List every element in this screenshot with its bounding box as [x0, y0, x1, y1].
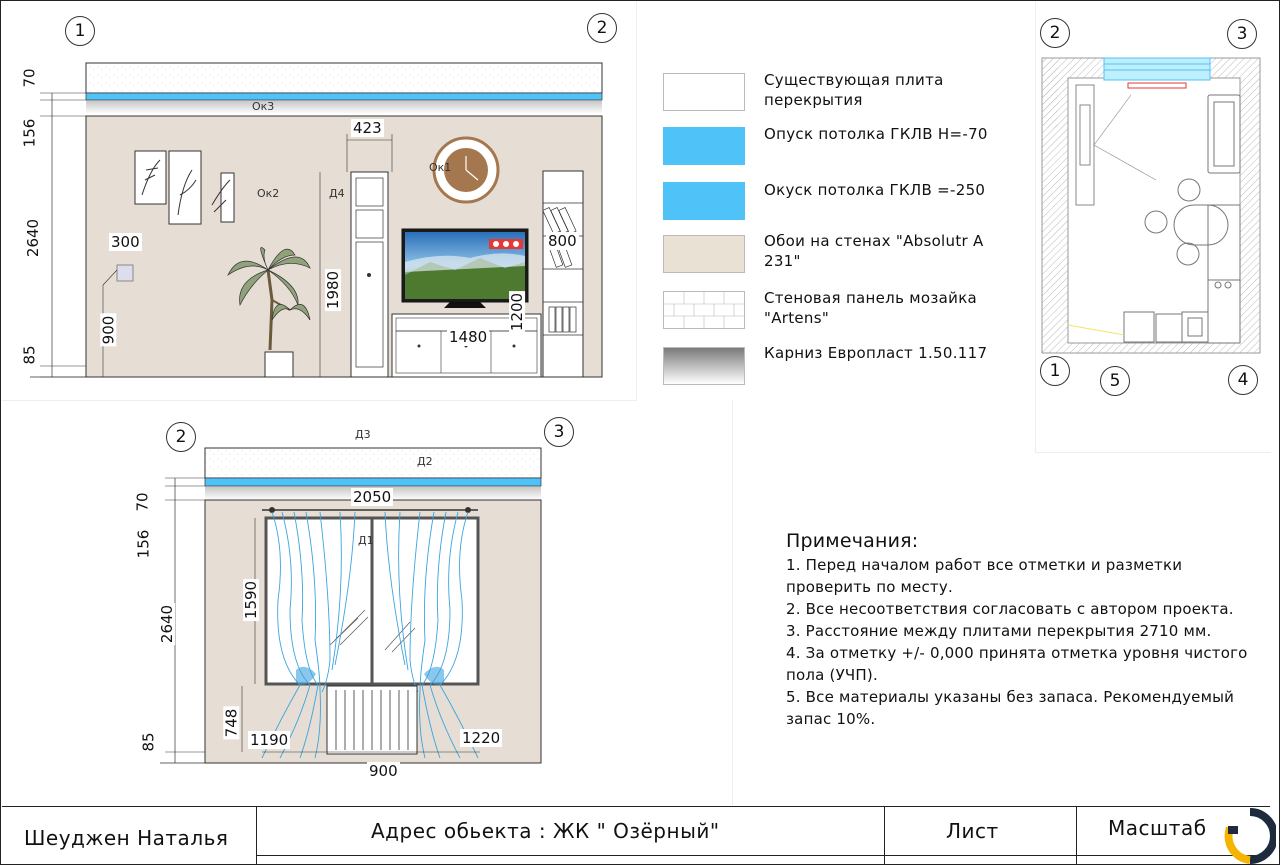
dim-left-156b: 156 [134, 527, 153, 561]
author-name: Шеуджен Наталья [24, 826, 229, 850]
elevation-bottom-drawing [160, 447, 542, 764]
legend-swatch-ceiling-box [663, 182, 745, 220]
elevation-bottom-area [2, 400, 733, 805]
dim-900: 900 [99, 313, 118, 347]
dim-900b: 900 [367, 762, 400, 780]
tag-ok3: Ок3 [252, 100, 275, 113]
legend-swatch-slab [663, 73, 745, 111]
note-item: 2. Все несоответствия согласовать с авто… [786, 600, 1234, 618]
mosaic-pattern [664, 292, 744, 328]
scale-label: Масштаб [1108, 816, 1207, 840]
plan-marker-5: 5 [1100, 366, 1130, 396]
title-block-top-border [2, 806, 1270, 807]
legend-swatch-wallpaper [663, 235, 745, 273]
axis-marker-3b: 3 [544, 417, 574, 447]
title-block-divider-2 [884, 806, 885, 864]
tag-d1: Д1 [358, 534, 374, 547]
legend-swatch-ceiling-drop [663, 127, 745, 165]
axis-marker-1: 1 [65, 16, 95, 46]
dim-2050: 2050 [351, 488, 394, 506]
dim-left-2640b: 2640 [158, 602, 177, 646]
dim-1220: 1220 [460, 729, 503, 747]
legend-text-ceiling-drop: Опуск потолка ГКЛВ Н=-70 [764, 125, 988, 143]
note-item: 1. Перед началом работ все отметки и раз… [786, 556, 1183, 596]
sheet-label: Лист [946, 819, 999, 843]
note-item: 5. Все материалы указаны без запаса. Рек… [786, 688, 1235, 728]
object-address: Адрес обьекта : ЖК " Озёрный" [371, 819, 720, 843]
title-block-divider-1 [256, 806, 257, 864]
plan-drawing [1041, 57, 1261, 354]
title-block-divider-3 [1076, 806, 1077, 864]
dim-1190: 1190 [248, 731, 291, 749]
tag-d2: Д2 [417, 455, 433, 468]
legend-swatch-mosaic [663, 291, 745, 329]
legend-text-wallpaper: Обои на стенах "Absolutr A 231" [764, 232, 984, 270]
dim-left-156: 156 [20, 116, 39, 150]
dim-left-2640: 2640 [24, 216, 43, 260]
legend-text-mosaic: Стеновая панель мозайка "Artens" [764, 289, 978, 327]
title-block-row-line [256, 855, 1270, 856]
plan-area [1035, 2, 1271, 453]
dim-1200: 1200 [508, 290, 527, 334]
plan-marker-4: 4 [1228, 365, 1258, 395]
dim-left-70b: 70 [133, 490, 152, 514]
legend-text-cornice: Карниз Европласт 1.50.117 [764, 344, 988, 362]
elevation-top-drawing [30, 62, 603, 378]
dim-748: 748 [222, 706, 241, 740]
tag-d3: Д3 [355, 428, 371, 441]
plan-marker-3: 3 [1227, 19, 1257, 49]
elevation-top-area [2, 2, 637, 401]
note-item: 3. Расстояние между плитами перекрытия 2… [786, 622, 1212, 640]
notes-title: Примечания: [786, 530, 919, 552]
dim-423: 423 [351, 119, 384, 137]
dim-1590: 1590 [242, 578, 261, 622]
axis-marker-2: 2 [587, 13, 617, 43]
dim-800: 800 [546, 232, 579, 250]
studio-logo-icon [1224, 808, 1276, 864]
tag-ok1: Ок1 [429, 161, 452, 174]
legend-swatch-cornice [663, 347, 745, 385]
dim-300: 300 [109, 233, 142, 251]
dim-1480: 1480 [447, 328, 490, 346]
plan-marker-1: 1 [1040, 356, 1070, 386]
legend-text-ceiling-box: Окуск потолка ГКЛВ =-250 [764, 181, 986, 199]
tag-d4: Д4 [329, 187, 345, 200]
dim-1980: 1980 [324, 268, 343, 312]
note-item: 4. За отметку +/- 0,000 принята отметка … [786, 644, 1248, 684]
axis-marker-2b: 2 [166, 422, 196, 452]
legend-text-slab: Существующая плита перекрытия [764, 71, 944, 109]
plan-marker-2: 2 [1040, 18, 1070, 48]
dim-left-85b: 85 [139, 730, 158, 754]
tag-ok2: Ок2 [257, 187, 280, 200]
dim-left-85: 85 [20, 343, 39, 367]
dim-left-70: 70 [20, 66, 39, 90]
notes: Примечания: 1. Перед началом работ все о… [786, 530, 1256, 730]
